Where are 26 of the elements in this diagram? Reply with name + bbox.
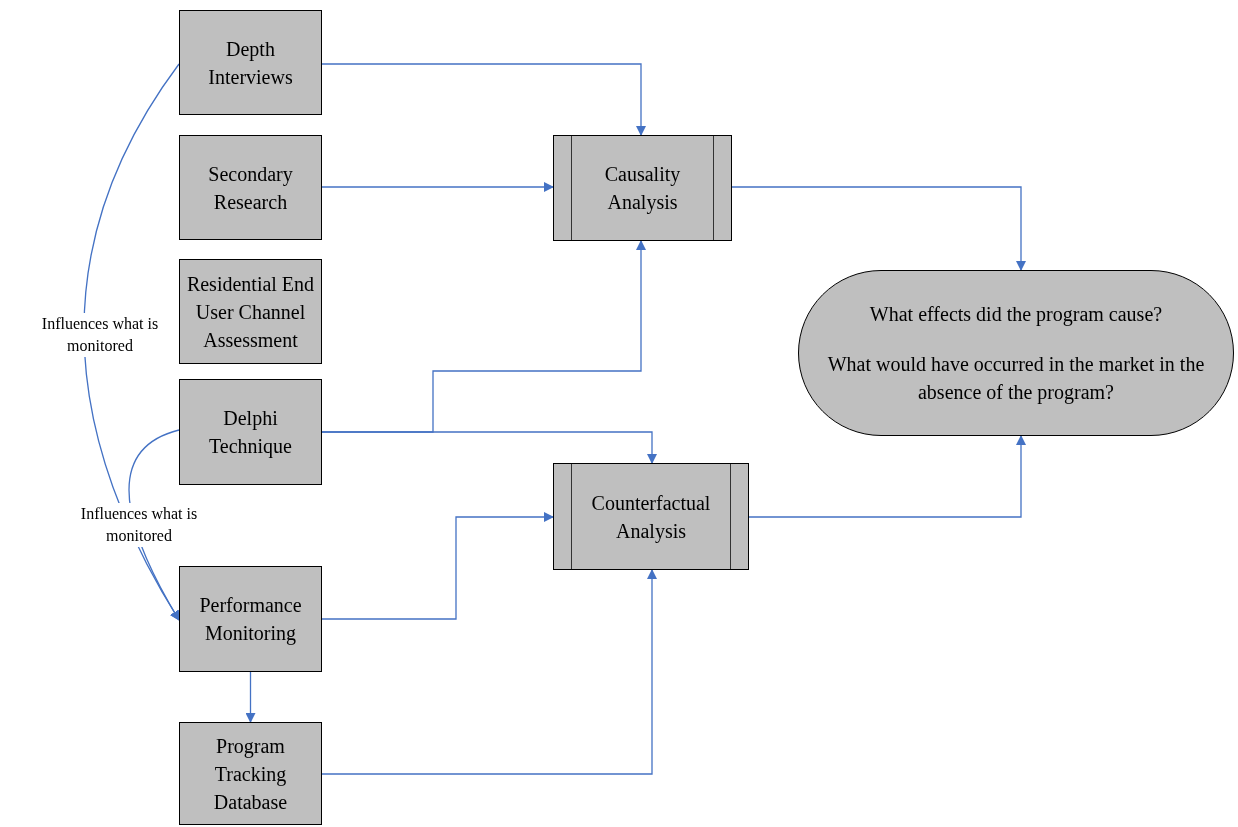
arrow: [748, 435, 1026, 518]
node-text: Causality Analysis: [603, 162, 682, 216]
arrow: [321, 431, 657, 464]
source-box: [179, 722, 322, 825]
arrow: [245, 671, 256, 723]
node-text: Secondary Research: [207, 161, 294, 215]
source-box: [179, 259, 322, 364]
process-box: [553, 463, 749, 570]
node-text: Performance Monitoring: [198, 593, 303, 647]
node-text: Program Tracking Database: [212, 733, 289, 815]
node-text: Residential End User Channel Assessment: [185, 271, 316, 353]
arrow: [321, 63, 646, 136]
process-box: [553, 135, 732, 241]
node-text: What effects did the program cause?: [869, 302, 1163, 328]
arrow: [321, 512, 554, 620]
source-box: [179, 566, 322, 672]
source-box: [179, 135, 322, 240]
arrow: [731, 186, 1026, 271]
source-box: [179, 10, 322, 115]
node-text: What would have occurred in the market in the absence of the program?: [826, 352, 1206, 406]
arrow: [321, 569, 657, 775]
node-text: Delphi Technique: [208, 406, 293, 460]
node-text: Depth Interviews: [207, 36, 294, 90]
arrow: [321, 182, 554, 192]
source-box: [179, 379, 322, 485]
node-text: Counterfactual Analysis: [590, 490, 712, 545]
